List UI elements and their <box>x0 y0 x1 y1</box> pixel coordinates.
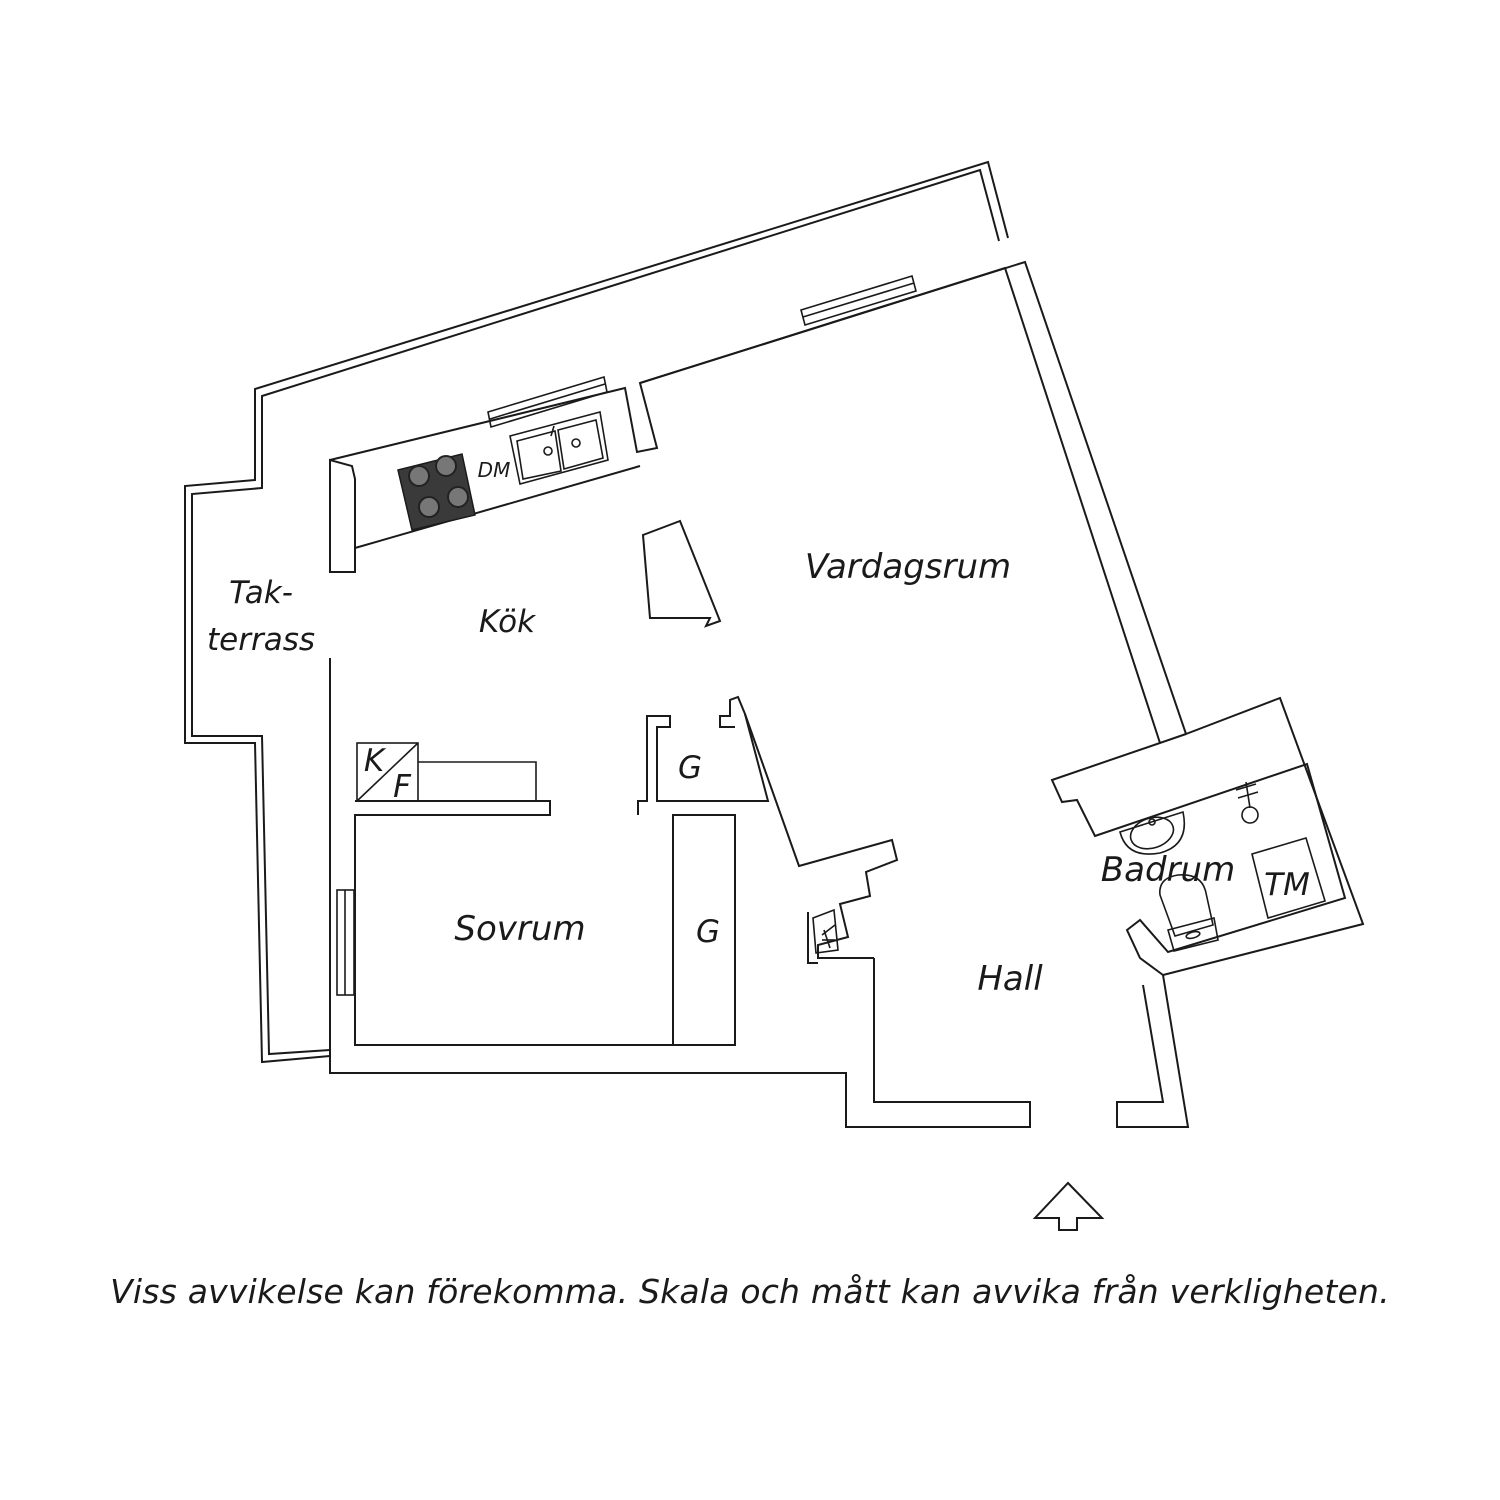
fireplace-icon <box>812 908 839 954</box>
stove-icon <box>397 453 476 531</box>
washer-label: TM <box>1264 867 1310 903</box>
washbasin-icon <box>1119 810 1185 855</box>
closet-label-lower: G <box>696 914 720 950</box>
room-label-takterrass-2: terrass <box>207 622 315 658</box>
bathroom-walls <box>1050 733 1347 976</box>
shower-icon <box>1235 781 1259 824</box>
sink-icon <box>509 411 609 485</box>
room-label-kok: Kök <box>479 604 536 640</box>
disclaimer-text: Viss avvikelse kan förekomma. Skala och … <box>110 1272 1390 1311</box>
room-label-hall: Hall <box>977 959 1043 999</box>
entrance-arrow-icon <box>1032 1181 1105 1231</box>
toilet-icon <box>1159 874 1219 952</box>
dishwasher-label: DM <box>478 458 511 482</box>
room-label-sovrum: Sovrum <box>454 909 585 949</box>
kitchen-counter <box>354 465 641 549</box>
fridge-label-f: F <box>393 769 412 805</box>
room-label-takterrass-1: Tak- <box>229 575 293 611</box>
roof-terrace-outline <box>184 160 1009 1064</box>
column <box>641 519 722 628</box>
room-label-badrum: Badrum <box>1101 850 1235 890</box>
outer-wall <box>329 260 1365 1128</box>
washer-box <box>1251 837 1326 920</box>
windows <box>336 274 917 996</box>
room-label-vardagsrum: Vardagsrum <box>805 547 1011 587</box>
closet-label-upper: G <box>678 750 702 786</box>
interior-walls <box>354 695 899 1046</box>
fridge-label-k: K <box>364 743 387 779</box>
